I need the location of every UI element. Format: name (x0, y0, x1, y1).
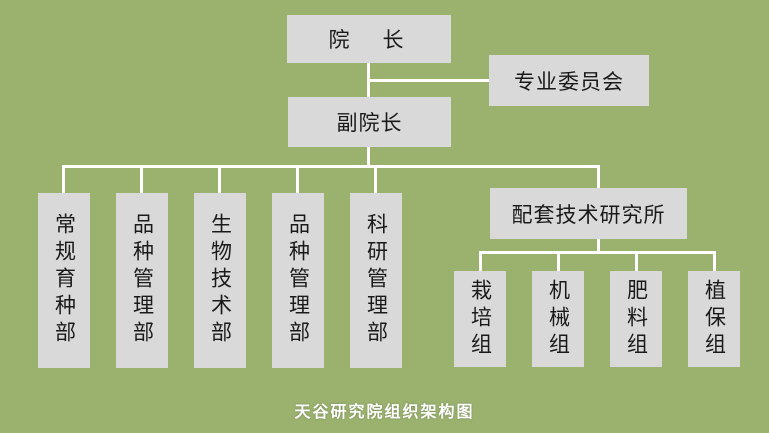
vice-president-box: 副院长 (288, 97, 451, 147)
connector-institute (597, 165, 600, 190)
diagram-caption: 天谷研究院组织架构图 (294, 402, 475, 421)
supporting-tech-institute-box: 配套技术研究所 (490, 188, 687, 239)
connector-dept-2 (140, 165, 143, 195)
dept-variety-management-1: 品种管理部 (116, 193, 168, 368)
connector-dept-5 (374, 165, 377, 195)
connector-dept-4 (296, 165, 299, 195)
dept-conventional-breeding: 常规育种部 (38, 193, 90, 368)
connector-vice-down (367, 146, 370, 166)
expert-committee-box: 专业委员会 (489, 55, 649, 106)
connector-institute-down (597, 238, 600, 252)
group-cultivation: 栽培组 (454, 271, 506, 367)
group-plant-protection: 植保组 (688, 271, 740, 367)
connector-dept-3 (218, 165, 221, 195)
connector-group-bus (479, 251, 715, 254)
connector-dept-1 (62, 165, 65, 195)
connector-to-committee (368, 79, 490, 82)
group-machinery: 机械组 (532, 271, 584, 367)
connector-main-bus (62, 165, 600, 168)
group-fertilizer: 肥料组 (610, 271, 662, 367)
connector-group-2 (557, 251, 560, 273)
connector-group-4 (713, 251, 716, 273)
dept-research-management: 科研管理部 (350, 193, 402, 368)
connector-group-1 (479, 251, 482, 273)
president-box: 院 长 (287, 15, 451, 63)
dept-biotechnology: 生物技术部 (194, 193, 246, 368)
dept-variety-management-2: 品种管理部 (272, 193, 324, 368)
connector-group-3 (635, 251, 638, 273)
